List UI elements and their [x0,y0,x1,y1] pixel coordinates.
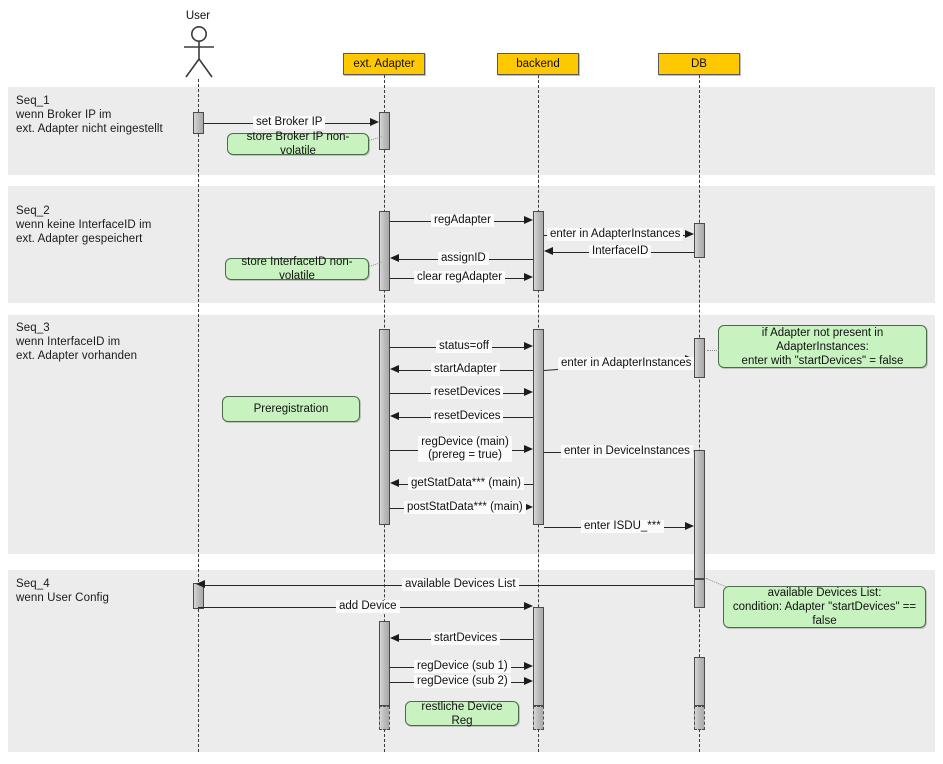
arrow-head-resetdevices-1 [524,388,533,397]
fragment-label-seq1-title: Seq_1 [16,95,50,107]
activation-adapter-seq1 [379,112,390,150]
note-available-devices-condition: available Devices List: condition: Adapt… [723,586,926,628]
fragment-label-seq2-title: Seq_2 [16,205,50,217]
arrow-head-startdevices [390,634,399,643]
fragment-label-seq1-condition: wenn Broker IP im ext. Adapter nicht ein… [16,109,163,135]
arrow-head-interfaceid [544,247,553,256]
activation-user-seq1 [193,112,204,134]
arrow-head-available-devices-list [196,580,205,589]
message-label-startdevices: startDevices [431,632,501,645]
arrow-head-enter-isdu [685,522,694,531]
arrow-head-getstatdata [390,479,399,488]
note-store-interfaceid: store InterfaceID non-volatile [225,256,369,282]
arrow-head-regadapter [524,216,533,225]
message-label-status-off: status=off [436,340,492,353]
note-adapter-not-present: if Adapter not present in AdapterInstanc… [718,325,927,368]
message-label-enter-deviceinstances: enter in DeviceInstances [561,445,693,458]
message-label-getstatdata: getStatData*** (main) [408,477,524,490]
activation-backend-seq2 [533,211,544,291]
participant-ext-adapter[interactable]: ext. Adapter [343,53,425,75]
activation-backend-seq4-continued [533,706,544,730]
fragment-label-seq4-condition: wenn User Config [16,592,110,604]
activation-adapter-seq3 [379,329,390,525]
message-label-poststatdata: postStatData*** (main) [404,501,526,514]
message-label-clear-regadapter: clear regAdapter [414,271,506,284]
message-label-resetdevices-2: resetDevices [431,410,504,423]
message-label-regdevice-sub1: regDevice (sub 1) [414,660,511,673]
arrow-head-resetdevices-2 [390,412,399,421]
message-label-assignid: assignID [438,252,489,265]
message-label-regdevice-main: regDevice (main) (prereg = true) [418,436,512,462]
activation-adapter-seq4 [379,621,390,706]
note-preregistration: Preregistration [222,396,360,422]
message-label-startadapter: startAdapter [431,363,500,376]
message-label-available-devices-list: available Devices List [402,578,519,591]
activation-db-seq2 [694,223,705,258]
note-store-broker-ip: store Broker IP non-volatile [227,131,369,157]
fragment-label-seq3-title: Seq_3 [16,322,50,334]
arrow-head-set-broker-ip [370,118,379,127]
activation-db-seq3-b [694,450,705,579]
activation-db-seq3-a [694,338,705,378]
actor-label-user: User [185,10,211,22]
fragment-label-seq3-condition: wenn InterfaceID im ext. Adapter vorhand… [16,336,138,362]
activation-db-seq4-top [694,579,705,608]
arrow-head-add-device [524,602,533,611]
arrow-head-regdevice-sub2 [524,677,533,686]
activation-backend-seq3 [533,329,544,525]
message-label-enter-adapterinstances-seq3: enter in AdapterInstances [558,357,695,370]
actor-user-figure [178,26,220,79]
message-label-resetdevices-1: resetDevices [431,386,504,399]
arrow-head-clear-regadapter [524,273,533,282]
message-label-set-broker-ip: set Broker IP [253,116,326,129]
message-label-regadapter: regAdapter [431,214,494,227]
activation-adapter-seq4-continued [379,706,390,730]
note-link-adapter-not-present [707,350,719,351]
fragment-label-seq4-title: Seq_4 [16,578,50,590]
message-label-regdevice-sub2: regDevice (sub 2) [414,675,511,688]
arrow-head-regdevice-sub1 [524,662,533,671]
message-label-enter-isdu: enter ISDU_*** [581,520,664,533]
activation-db-seq4-continued [694,706,705,730]
arrow-head-assignid [390,254,399,263]
message-label-add-device: add Device [336,600,400,613]
lifeline-db [699,75,700,752]
arrow-head-enter-adapterinstances-seq2 [685,230,694,239]
arrow-head-startadapter [390,365,399,374]
note-restliche-device-reg: restliche Device Reg [405,701,519,727]
fragment-label-seq2-condition: wenn keine InterfaceID im ext. Adapter g… [16,219,152,245]
arrow-head-status-off [524,342,533,351]
activation-db-seq4-bottom [694,657,705,706]
lifeline-user [198,79,199,752]
fragment-band-seq1 [8,87,935,175]
activation-backend-seq4 [533,607,544,706]
participant-backend[interactable]: backend [497,53,579,75]
arrow-head-poststatdata [524,503,533,512]
message-label-interfaceid: InterfaceID [589,245,652,258]
arrow-head-regdevice-main [524,445,533,454]
participant-db[interactable]: DB [658,53,740,75]
activation-adapter-seq2 [379,211,390,291]
message-label-enter-adapterinstances-seq2: enter in AdapterInstances [547,228,684,241]
